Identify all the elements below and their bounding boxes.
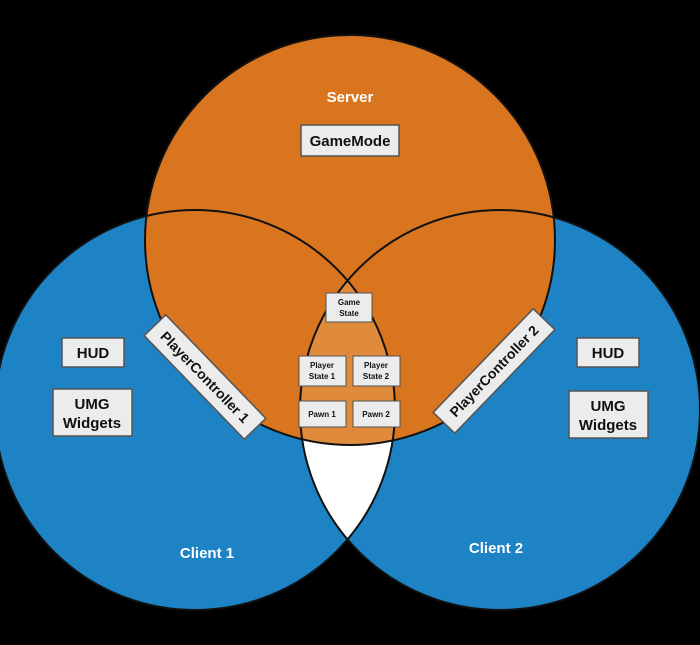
client2-umg-line1: UMG: [591, 398, 626, 415]
gamemode-label: GameMode: [310, 133, 391, 150]
player-state-2-line1: Player: [364, 361, 388, 370]
pawn-1-label: Pawn 1: [308, 410, 336, 419]
client2-hud-label: HUD: [592, 345, 625, 362]
player-state-1-line1: Player: [310, 361, 334, 370]
player-state-1-line2: State 1: [309, 372, 336, 381]
client1-umg-line1: UMG: [75, 396, 110, 413]
player-state-1-box: Player State 1: [298, 355, 347, 387]
server-circle: [145, 35, 555, 445]
client2-umg-box: UMG Widgets: [568, 390, 649, 439]
game-state-line1: Game: [338, 298, 361, 307]
server-outline: [144, 34, 556, 446]
client1-label: Client 1: [180, 545, 234, 562]
client1-hud-label: HUD: [77, 345, 110, 362]
client2-hud-box: HUD: [576, 337, 640, 368]
gamemode-box: GameMode: [300, 124, 400, 157]
game-state-line2: State: [339, 309, 359, 318]
client1-hud-box: HUD: [61, 337, 125, 368]
server-label: Server: [327, 89, 374, 106]
client1-umg-line2: Widgets: [63, 415, 121, 432]
pawn-1-box: Pawn 1: [298, 400, 347, 428]
client2-umg-line2: Widgets: [579, 417, 637, 434]
player-state-2-box: Player State 2: [352, 355, 401, 387]
client2-label: Client 2: [469, 540, 523, 557]
client1-umg-box: UMG Widgets: [52, 388, 133, 437]
player-state-2-line2: State 2: [363, 372, 390, 381]
pawn-2-box: Pawn 2: [352, 400, 401, 428]
game-state-box: Game State: [325, 292, 373, 323]
pawn-2-label: Pawn 2: [362, 410, 390, 419]
